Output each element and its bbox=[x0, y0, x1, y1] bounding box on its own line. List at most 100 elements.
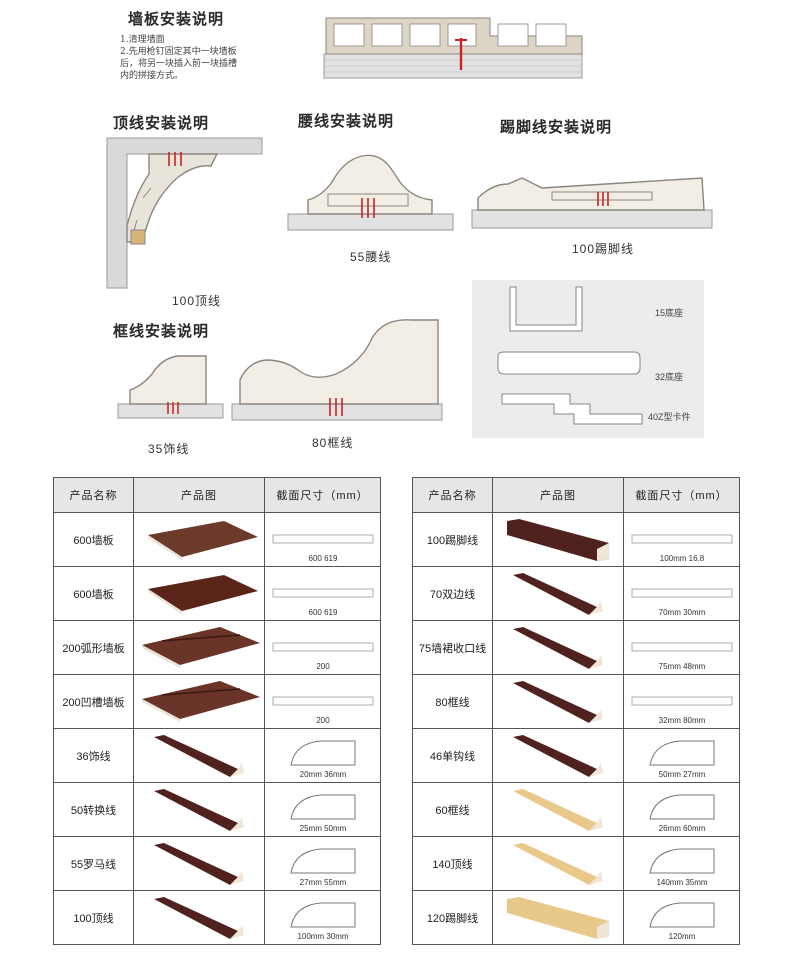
table-row: 120踢脚线 120mm bbox=[412, 890, 740, 945]
base15-label: 15底座 bbox=[655, 308, 684, 318]
product-name: 600墙板 bbox=[53, 566, 134, 621]
col-header-image: 产品图 bbox=[492, 477, 624, 513]
product-name: 200凹槽墙板 bbox=[53, 674, 134, 729]
base32-shape bbox=[497, 351, 641, 375]
section-drawing: 600 619 bbox=[272, 534, 374, 563]
table-row: 200凹槽墙板 200 bbox=[53, 674, 381, 729]
skirting-install-title: 踢脚线安装说明 bbox=[500, 119, 613, 136]
section-dims: 200 bbox=[264, 674, 381, 729]
deco35-caption: 35饰线 bbox=[148, 442, 190, 456]
dim-label: 27mm 55mm bbox=[300, 878, 347, 887]
product-image bbox=[133, 728, 265, 783]
product-name: 600墙板 bbox=[53, 512, 134, 567]
arc-panel-icon bbox=[142, 627, 260, 668]
frame-install-title: 框线安装说明 bbox=[113, 323, 210, 340]
section-drawing: 140mm 35mm bbox=[649, 848, 715, 887]
product-image bbox=[133, 836, 265, 891]
section-drawing: 25mm 50mm bbox=[290, 794, 356, 833]
section-dims: 600 619 bbox=[264, 512, 381, 567]
col-header-image: 产品图 bbox=[133, 477, 265, 513]
section-dims: 25mm 50mm bbox=[264, 782, 381, 837]
note-line: 后，将另一块插入前一块插槽 bbox=[120, 59, 238, 69]
base40z-shape bbox=[501, 393, 643, 425]
moulding-icon bbox=[154, 897, 244, 939]
product-name: 120踢脚线 bbox=[412, 890, 493, 945]
section-dims: 600 619 bbox=[264, 566, 381, 621]
moulding-icon bbox=[513, 681, 603, 723]
section-drawing: 70mm 30mm bbox=[631, 588, 733, 617]
dim-label: 70mm 30mm bbox=[659, 608, 706, 617]
product-name: 100顶线 bbox=[53, 890, 134, 945]
section-dims: 140mm 35mm bbox=[623, 836, 740, 891]
col-header-dims: 截面尺寸（mm） bbox=[623, 477, 740, 513]
base40z-label: 40Z型卡件 bbox=[648, 412, 691, 422]
product-image bbox=[492, 674, 624, 729]
product-name: 60框线 bbox=[412, 782, 493, 837]
dim-label: 25mm 50mm bbox=[300, 824, 347, 833]
section-dims: 100mm 16.8 bbox=[623, 512, 740, 567]
product-image bbox=[492, 512, 624, 567]
product-name: 70双边线 bbox=[412, 566, 493, 621]
table-row: 75墙裙收口线 75mm 48mm bbox=[412, 620, 740, 675]
base15-shape bbox=[509, 286, 583, 332]
product-name: 36饰线 bbox=[53, 728, 134, 783]
moulding-icon bbox=[513, 735, 603, 777]
dim-label: 32mm 80mm bbox=[659, 716, 706, 725]
section-dims: 75mm 48mm bbox=[623, 620, 740, 675]
dim-label: 26mm 60mm bbox=[659, 824, 706, 833]
section-drawing: 75mm 48mm bbox=[631, 642, 733, 671]
dim-label: 50mm 27mm bbox=[659, 770, 706, 779]
waist-moulding-diagram bbox=[287, 154, 454, 231]
col-header-dims: 截面尺寸（mm） bbox=[264, 477, 381, 513]
product-image bbox=[133, 674, 265, 729]
crown-moulding-diagram bbox=[106, 137, 263, 289]
moulding-icon bbox=[154, 735, 244, 777]
section-drawing: 600 619 bbox=[272, 588, 374, 617]
crown-caption: 100顶线 bbox=[172, 294, 222, 308]
section-dims: 27mm 55mm bbox=[264, 836, 381, 891]
product-image bbox=[492, 566, 624, 621]
skirting-caption: 100踢脚线 bbox=[572, 242, 635, 256]
dim-label: 140mm 35mm bbox=[656, 878, 707, 887]
product-image bbox=[133, 566, 265, 621]
table-row: 70双边线 70mm 30mm bbox=[412, 566, 740, 621]
section-dims: 200 bbox=[264, 620, 381, 675]
product-image bbox=[133, 890, 265, 945]
base32-label: 32底座 bbox=[655, 372, 684, 382]
dim-label: 200 bbox=[316, 662, 330, 671]
dim-label: 200 bbox=[316, 716, 330, 725]
skirting-light-icon bbox=[507, 897, 609, 939]
table-row: 60框线 26mm 60mm bbox=[412, 782, 740, 837]
section-drawing: 100mm 30mm bbox=[290, 902, 356, 941]
wall-panel-dark-icon bbox=[148, 575, 258, 614]
product-image bbox=[133, 512, 265, 567]
section-dims: 120mm bbox=[623, 890, 740, 945]
product-image bbox=[492, 620, 624, 675]
section-dims: 70mm 30mm bbox=[623, 566, 740, 621]
product-name: 55罗马线 bbox=[53, 836, 134, 891]
product-image bbox=[492, 836, 624, 891]
product-image bbox=[492, 890, 624, 945]
moulding-icon bbox=[154, 789, 244, 831]
product-name: 75墙裙收口线 bbox=[412, 620, 493, 675]
waist-caption: 55腰线 bbox=[350, 250, 392, 264]
product-name: 80框线 bbox=[412, 674, 493, 729]
product-name: 100踢脚线 bbox=[412, 512, 493, 567]
section-drawing: 120mm bbox=[649, 902, 715, 941]
section-drawing: 200 bbox=[272, 642, 374, 671]
table-row: 100顶线 100mm 30mm bbox=[53, 890, 381, 945]
section-dims: 26mm 60mm bbox=[623, 782, 740, 837]
section-drawing: 200 bbox=[272, 696, 374, 725]
deco35-diagram bbox=[117, 355, 224, 419]
dim-label: 100mm 16.8 bbox=[660, 554, 705, 563]
dim-label: 600 619 bbox=[309, 554, 338, 563]
dim-label: 100mm 30mm bbox=[297, 932, 348, 941]
product-image bbox=[133, 620, 265, 675]
frame80-caption: 80框线 bbox=[312, 436, 354, 450]
dim-label: 600 619 bbox=[309, 608, 338, 617]
